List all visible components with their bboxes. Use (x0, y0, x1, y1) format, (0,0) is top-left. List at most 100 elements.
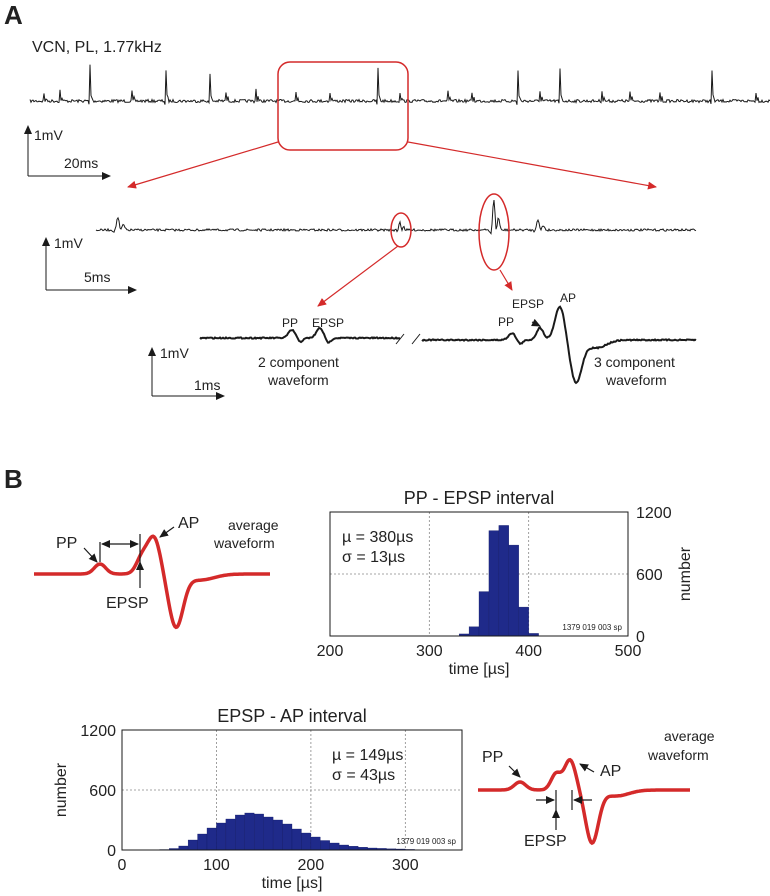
x-tick-label: 500 (615, 643, 642, 660)
top-trace (29, 64, 770, 105)
histogram-bar (197, 833, 208, 851)
wave1-average: average (228, 517, 279, 533)
histogram-bar (310, 836, 321, 851)
histogram-bar (478, 591, 490, 637)
stat-label: σ = 43µs (332, 767, 395, 784)
histogram-bar (216, 822, 227, 851)
histogram-bar (272, 819, 283, 851)
zoom-arrow-right (407, 141, 657, 190)
histogram-bar (320, 840, 330, 851)
average-waveform-1 (34, 534, 270, 630)
scale-top-voltage: 1mV (34, 127, 63, 143)
histogram-bar (263, 816, 274, 851)
chart-title: PP - EPSP interval (404, 488, 554, 508)
average-waveform-2 (478, 757, 690, 846)
x-tick-label: 0 (118, 857, 127, 874)
wave2-epsp: EPSP (524, 833, 567, 850)
histogram-bar (244, 812, 255, 851)
middle-trace (95, 200, 697, 235)
histogram-bar (301, 832, 312, 851)
stat-label: µ = 380µs (342, 529, 413, 546)
y-tick-label: 0 (636, 629, 645, 646)
three-component-trace (421, 305, 697, 385)
circle-three-component (478, 193, 510, 271)
circle-two-component (390, 212, 412, 248)
scale-low-voltage: 1mV (160, 345, 189, 361)
histogram-bar (282, 823, 293, 851)
histogram-bar (235, 814, 245, 851)
x-tick-label: 200 (317, 643, 344, 660)
histogram-annotation: 1379 019 003 sp (562, 623, 622, 632)
y-tick-label: 600 (89, 783, 116, 800)
wave2-average: average (664, 728, 715, 744)
wave2-annotations (508, 763, 595, 830)
x-tick-label: 200 (298, 857, 325, 874)
scale-top-time: 20ms (64, 155, 98, 171)
plot-frame (121, 729, 463, 851)
panel-a-letter: A (4, 0, 23, 30)
x-tick-label: 100 (203, 857, 230, 874)
x-axis-label: time [µs] (262, 875, 323, 892)
histogram-bar (488, 530, 500, 637)
histogram-bar (206, 827, 217, 851)
scale-mid-voltage: 1mV (54, 235, 83, 251)
label-pp-2: PP (498, 315, 514, 329)
break-mark-left (395, 333, 405, 345)
y-axis-label: number (677, 546, 694, 601)
wave1-waveform: waveform (213, 535, 275, 551)
two-component-line1: 2 component (258, 354, 339, 370)
wave1-annotations (83, 526, 175, 588)
scale-bar-middle (42, 237, 137, 294)
wave2-waveform: waveform (647, 747, 709, 763)
three-component-line1: 3 component (594, 354, 675, 370)
stat-label: σ = 13µs (342, 549, 405, 566)
scale-bar-top (24, 125, 111, 180)
x-tick-label: 300 (392, 857, 419, 874)
scale-bar-bottom (148, 347, 225, 400)
scale-mid-time: 5ms (84, 269, 110, 285)
histogram-bar (291, 828, 302, 851)
two-component-trace (199, 327, 401, 344)
x-tick-label: 300 (416, 643, 443, 660)
histogram-bar (498, 525, 509, 637)
y-tick-label: 600 (636, 567, 663, 584)
histogram-annotation: 1379 019 003 sp (396, 837, 456, 846)
zoom-arrow-left (127, 141, 279, 189)
plot-frame (329, 511, 629, 637)
label-ap-2: AP (560, 291, 576, 305)
two-component-line2: waveform (267, 372, 329, 388)
label-epsp-1: EPSP (312, 316, 344, 330)
histogram-bar (508, 544, 519, 637)
break-mark-right (411, 333, 421, 345)
x-axis-label: time [µs] (449, 661, 510, 678)
y-tick-label: 0 (107, 843, 116, 860)
detail-arrow-two (317, 245, 399, 307)
label-pp-1: PP (282, 316, 298, 330)
x-tick-label: 400 (515, 643, 542, 660)
histogram-bar (187, 839, 198, 851)
histogram-bar (339, 844, 349, 851)
zoom-box (277, 61, 409, 151)
histogram-bar (225, 818, 236, 851)
panel-b-letter: B (4, 464, 23, 494)
y-axis-label: number (53, 762, 70, 817)
scale-low-time: 1ms (194, 377, 220, 393)
detail-arrow-three (499, 269, 513, 291)
histogram-bar (468, 626, 480, 637)
wave1-pp: PP (56, 535, 77, 552)
stat-label: µ = 149µs (332, 747, 403, 764)
wave1-epsp: EPSP (106, 595, 149, 612)
y-tick-label: 1200 (80, 723, 116, 740)
epsp-pointer-arrow (531, 318, 541, 327)
y-tick-label: 1200 (636, 505, 672, 522)
histogram-bar (348, 846, 359, 851)
recording-label: VCN, PL, 1.77kHz (32, 39, 162, 56)
wave2-ap: AP (600, 763, 621, 780)
histogram-bar (254, 813, 264, 851)
histogram-bar (518, 606, 529, 637)
histogram-bar (178, 845, 189, 851)
wave2-pp: PP (482, 749, 503, 766)
